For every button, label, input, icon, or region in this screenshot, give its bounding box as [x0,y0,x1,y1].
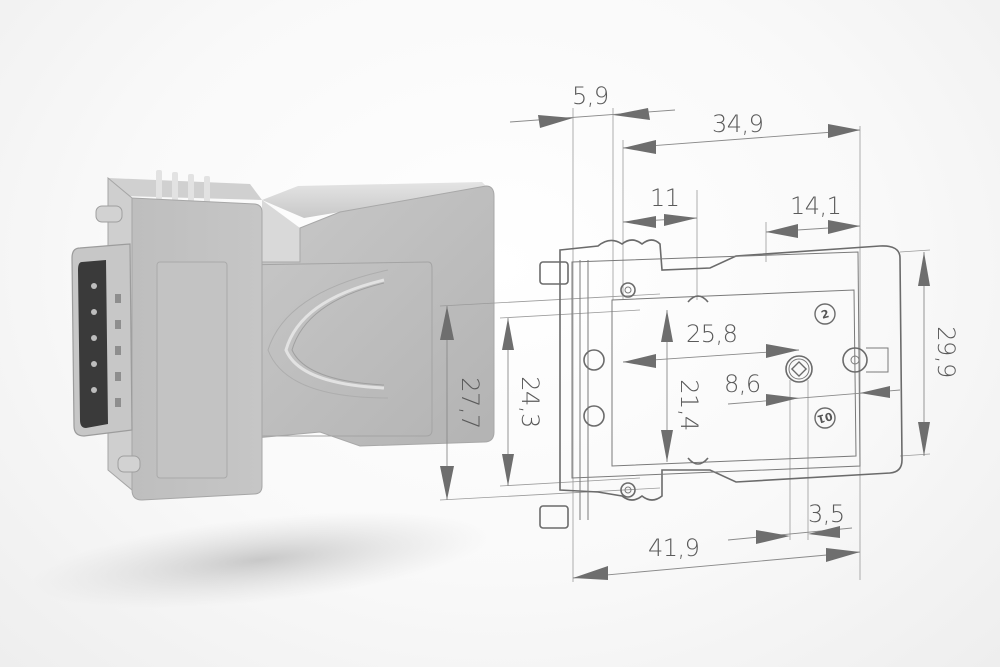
dimension-34-9: 34,9 [622,110,861,154]
svg-text:25,8: 25,8 [686,320,737,348]
center-screw [785,355,813,383]
svg-text:21,4: 21,4 [675,379,703,430]
svg-text:34,9: 34,9 [712,110,763,138]
marker-01: 01 [814,407,836,429]
dimension-41-9: 41,9 [572,534,861,580]
dimension-3-5: 3,5 [727,500,853,544]
dimension-11: 11 [622,184,698,228]
svg-text:24,3: 24,3 [516,376,544,427]
dimension-29-9: 29,9 [918,252,960,456]
svg-text:41,9: 41,9 [648,534,699,562]
screw-post-bottom [117,455,141,473]
dimension-21-4: 21,4 [661,310,703,462]
dimension-8-6: 8,6 [724,370,901,406]
svg-text:3,5: 3,5 [808,500,845,528]
housing-body [233,182,495,447]
dimension-25-8: 25,8 [622,320,800,368]
sub-d-plug [71,243,133,437]
svg-text:11: 11 [650,184,680,212]
marker-2: 2 [814,303,836,325]
d-logo-emboss [284,278,385,390]
svg-text:2: 2 [820,307,831,322]
svg-text:01: 01 [816,409,834,426]
dimension-27-7: 27,7 [440,306,484,500]
screw-post-top [95,205,123,223]
svg-text:8,6: 8,6 [724,370,761,398]
dimension-24-3: 24,3 [502,318,544,486]
svg-text:14,1: 14,1 [790,192,841,220]
drop-shadow [31,511,489,609]
svg-text:27,7: 27,7 [456,377,484,428]
technical-drawing: 2 01 5,9 34,9 [439,82,960,582]
dimension-5-9: 5,9 [509,82,676,128]
svg-text:29,9: 29,9 [932,326,960,377]
dimension-14-1: 14,1 [765,192,861,238]
svg-text:5,9: 5,9 [572,82,609,110]
part-outline [539,239,903,529]
